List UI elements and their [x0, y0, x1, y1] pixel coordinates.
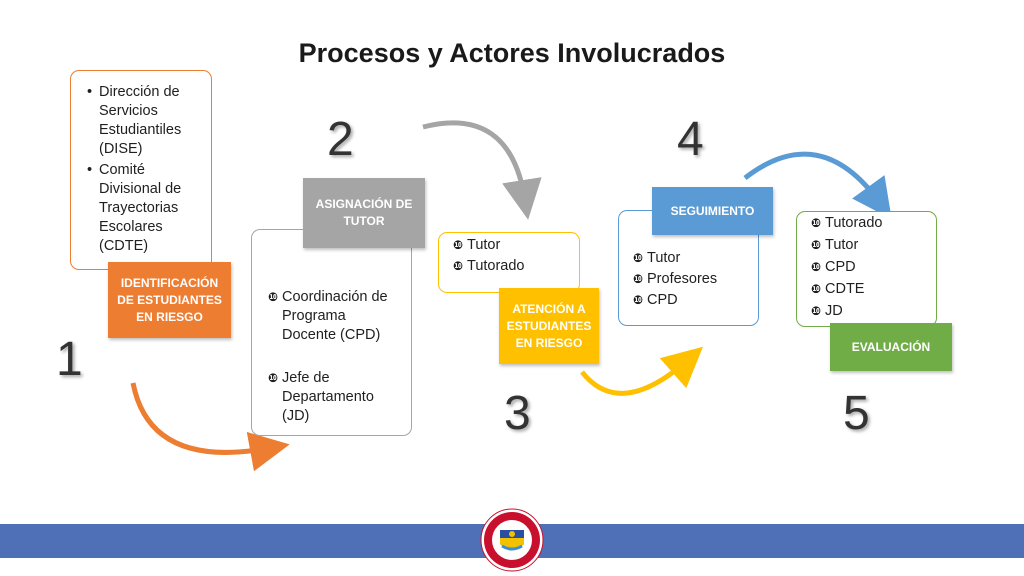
list-item-text: Tutor	[825, 237, 859, 253]
step-2-number: 2	[327, 113, 354, 166]
step-3-number: 3	[504, 387, 531, 440]
list-bullet-icon: ❿	[811, 260, 822, 274]
list-bullet-icon: ❿	[633, 272, 644, 286]
list-bullet-icon: ❿	[453, 238, 464, 252]
list-item: ❿ CDTE	[811, 280, 928, 299]
list-item: Dirección de Servicios Estudiantiles (DI…	[85, 83, 203, 159]
list-bullet-icon: ❿	[811, 238, 822, 252]
list-item: ❿ Coordinación de Programa Docente (CPD)	[268, 288, 401, 345]
list-item-text: Tutor	[647, 250, 681, 266]
list-item: ❿ Tutor	[453, 236, 571, 255]
list-item: ❿ JD	[811, 302, 928, 321]
list-item-text: CDTE	[825, 281, 865, 297]
list-item: ❿ Profesores	[633, 270, 750, 289]
step-3-label: ATENCIÓN A ESTUDIANTES EN RIESGO	[499, 288, 599, 364]
list-bullet-icon: ❿	[633, 251, 644, 265]
list-item: ❿ Jefe de Departamento (JD)	[268, 369, 401, 426]
list-item-text: JD	[825, 303, 843, 319]
list-bullet-icon: ❿	[811, 216, 822, 230]
page-title: Procesos y Actores Involucrados	[298, 38, 726, 68]
arrow-1-to-2	[130, 382, 290, 472]
arrow-3-to-4	[580, 346, 704, 396]
list-item: ❿ Tutorado	[811, 214, 928, 233]
arrow-4-to-5	[743, 151, 892, 220]
list-bullet-icon: ❿	[811, 282, 822, 296]
step-5-label: EVALUACIÓN	[830, 323, 952, 371]
list-item-text: Jefe de Departamento (JD)	[282, 370, 374, 424]
list-item: ❿ CPD	[811, 258, 928, 277]
list-item-text: Coordinación de Programa Docente (CPD)	[282, 289, 388, 343]
step-1-actors-box: Dirección de Servicios Estudiantiles (DI…	[70, 70, 212, 270]
university-seal-icon	[480, 508, 544, 572]
list-item: ❿ CPD	[633, 291, 750, 310]
list-item: ❿ Tutorado	[453, 257, 571, 276]
list-item-text: Tutor	[467, 237, 501, 253]
list-item-text: CPD	[647, 292, 678, 308]
list-item-text: CPD	[825, 259, 856, 275]
list-bullet-icon: ❿	[811, 304, 822, 318]
list-item-text: Profesores	[647, 271, 718, 287]
arrow-2-to-3	[422, 120, 542, 220]
list-item-text: Tutorado	[825, 215, 883, 231]
step-5-number: 5	[843, 387, 870, 440]
step-4-number: 4	[677, 113, 704, 166]
list-item-text: Tutorado	[467, 258, 525, 274]
step-5-actors-box: ❿ Tutorado ❿ Tutor ❿ CPD ❿ CDTE ❿ JD	[796, 211, 937, 327]
list-item: ❿ Tutor	[633, 249, 750, 268]
step-1-number: 1	[56, 333, 83, 386]
list-bullet-icon: ❿	[268, 290, 279, 304]
list-bullet-icon: ❿	[453, 259, 464, 273]
step-2-actors-box: ❿ Coordinación de Programa Docente (CPD)…	[251, 229, 412, 436]
list-item: Comité Divisional de Trayectorias Escola…	[85, 161, 203, 256]
step-1-label: IDENTIFICACIÓN DE ESTUDIANTES EN RIESGO	[108, 262, 231, 338]
list-item: ❿ Tutor	[811, 236, 928, 255]
step-3-actors-box: ❿ Tutor ❿ Tutorado	[438, 232, 580, 293]
list-bullet-icon: ❿	[633, 293, 644, 307]
list-bullet-icon: ❿	[268, 371, 279, 385]
step-4-label: SEGUIMIENTO	[652, 187, 773, 235]
step-2-label: ASIGNACIÓN DE TUTOR	[303, 178, 425, 248]
